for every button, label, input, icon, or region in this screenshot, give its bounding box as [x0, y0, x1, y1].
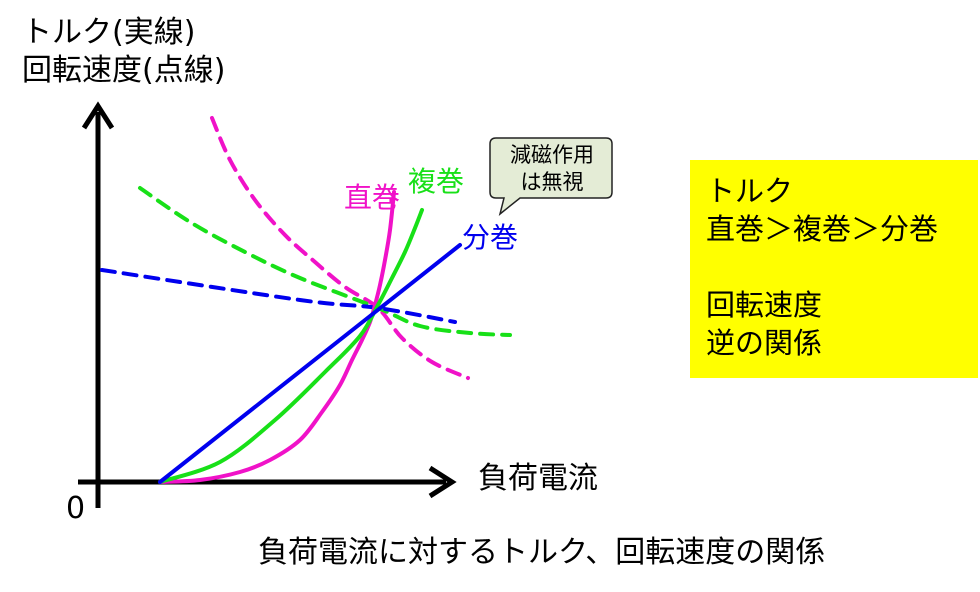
summary-line: 直巻＞複巻＞分巻: [706, 212, 939, 246]
summary-line: 回転速度: [706, 288, 823, 322]
series-wound-torque-curve: [158, 190, 396, 484]
callout-line: は無視: [520, 170, 584, 194]
summary-line: [706, 248, 978, 286]
summary-line: トルク: [706, 174, 794, 208]
label-compound-wound: 複巻: [408, 165, 465, 198]
compound-wound-speed-curve: [138, 186, 512, 337]
callout-text: 減磁作用 は無視: [494, 142, 610, 196]
label-shunt-wound: 分巻: [462, 221, 519, 254]
summary-line: 逆の関係: [706, 326, 823, 360]
origin-label: 0: [66, 491, 86, 526]
shunt-wound-speed-curve: [100, 268, 457, 324]
series-wound-speed-curve: [210, 116, 470, 380]
compound-wound-torque-curve: [158, 208, 424, 484]
x-axis-arrowhead: [428, 465, 457, 499]
callout-line: 減磁作用: [510, 143, 594, 167]
y-axis-arrowhead: [81, 101, 115, 130]
y-axis-label-line: 回転速度(点線): [22, 53, 226, 88]
curves-group: [100, 116, 512, 484]
x-axis-label: 負荷電流: [478, 461, 598, 496]
axes: [78, 101, 457, 508]
shunt-wound-torque-curve: [158, 243, 462, 484]
y-axis-label-line: トルク(実線): [22, 15, 196, 50]
summary-box: トルク 直巻＞複巻＞分巻 回転速度 逆の関係: [690, 160, 978, 378]
figure-caption: 負荷電流に対するトルク、回転速度の関係: [258, 535, 826, 570]
y-axis-label: トルク(実線) 回転速度(点線): [22, 14, 225, 90]
callout-bubble: [489, 137, 613, 216]
label-series-wound: 直巻: [344, 181, 401, 214]
